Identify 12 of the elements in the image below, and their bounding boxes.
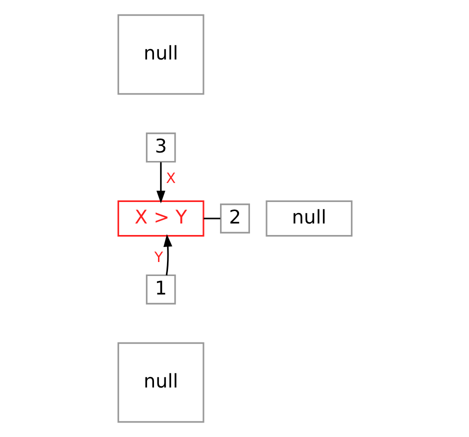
node-box: 1 <box>145 274 176 304</box>
arrow <box>162 234 172 276</box>
node-box: 2 <box>220 204 250 234</box>
node-box: null <box>117 14 204 95</box>
node-box: null <box>265 200 352 237</box>
node-box: null <box>117 342 204 423</box>
arrow <box>156 162 165 204</box>
node-box: X > Y <box>117 200 204 237</box>
edge-label: X <box>166 171 176 188</box>
node-box: 3 <box>145 132 176 163</box>
edge-label: Y <box>154 250 163 266</box>
connector <box>203 218 220 220</box>
